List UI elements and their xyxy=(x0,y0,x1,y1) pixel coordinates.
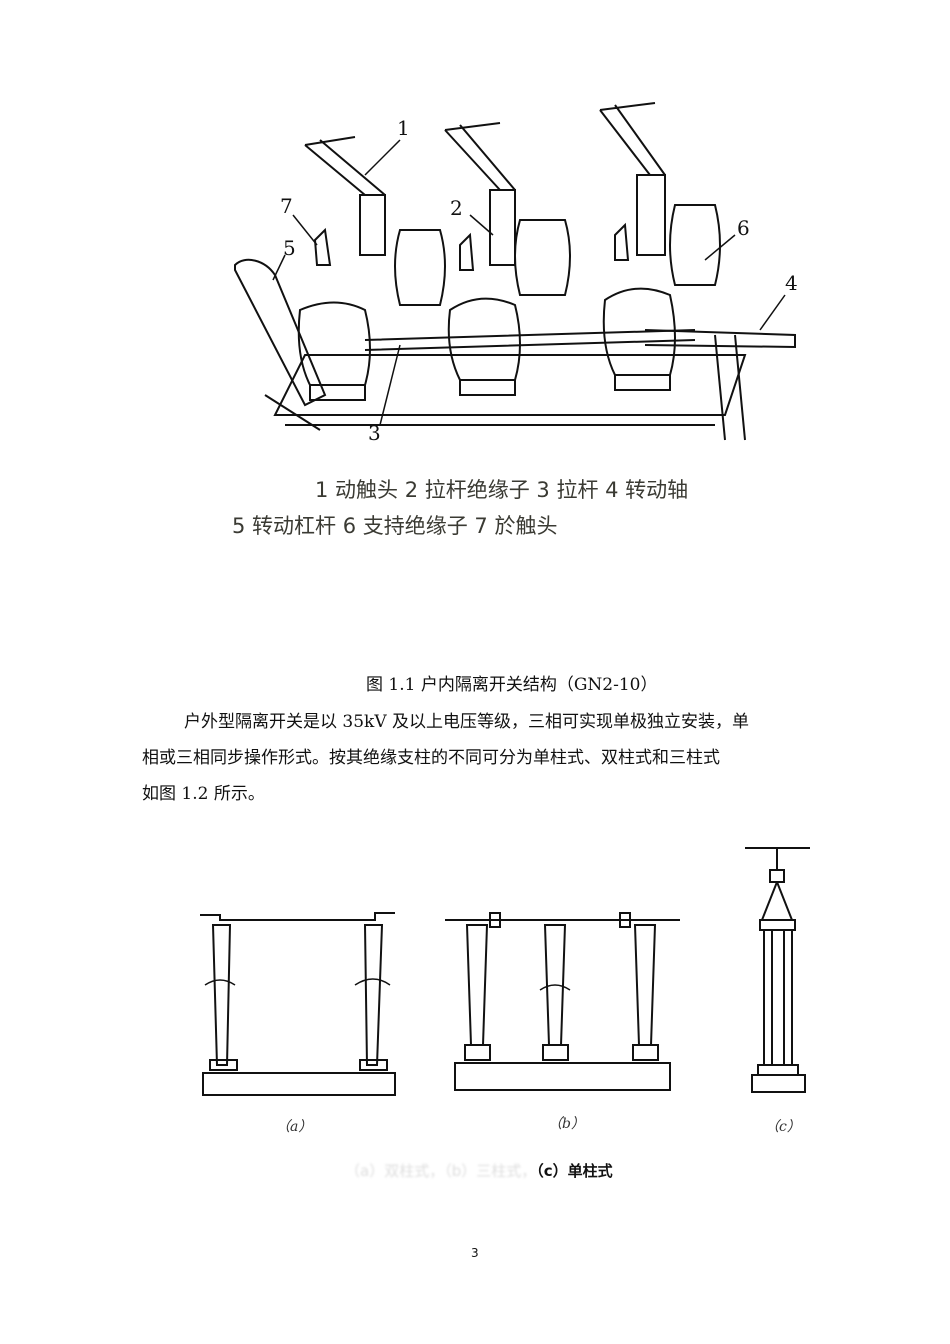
part-label-4: 4 xyxy=(785,271,798,295)
part-label-1: 1 xyxy=(397,116,410,140)
figure-2-caption: （a）双柱式，（b）三柱式，（c）单柱式 xyxy=(345,1160,613,1181)
paragraph-line-2: 相或三相同步操作形式。按其绝缘支柱的不同可分为单柱式、双柱式和三柱式 xyxy=(142,748,720,768)
part-label-5: 5 xyxy=(283,236,296,260)
figure-2a-double-column xyxy=(195,905,405,1100)
paragraph-line-3: 如图 1.2 所示。 xyxy=(142,784,265,804)
figure-2b-label: （b） xyxy=(548,1116,585,1132)
figure-1-legend-line-1: 1 动触头 2 拉杆绝缘子 3 拉杆 4 转动轴 xyxy=(315,478,689,502)
figure-2-caption-faded: （a）双柱式，（b）三柱式， xyxy=(345,1162,537,1180)
part-label-7: 7 xyxy=(280,194,293,218)
figure-1-drawing: 1 2 3 4 5 6 7 xyxy=(225,95,805,450)
part-label-3: 3 xyxy=(368,421,381,445)
figure-2c-label: （c） xyxy=(765,1119,801,1135)
page-number: 3 xyxy=(471,1246,479,1260)
figure-2c-single-column xyxy=(740,840,815,1095)
figure-2b-triple-column xyxy=(445,905,685,1095)
figure-2a-label: （a） xyxy=(276,1119,313,1135)
paragraph-line-1: 户外型隔离开关是以 35kV 及以上电压等级，三相可实现单极独立安装，单 xyxy=(184,712,750,732)
figure-1-legend-line-2: 5 转动杠杆 6 支持绝缘子 7 於触头 xyxy=(232,514,558,538)
part-label-2: 2 xyxy=(450,196,463,220)
part-label-6: 6 xyxy=(737,216,750,240)
figure-2-caption-bold: （c）单柱式 xyxy=(536,1162,613,1180)
figure-1-caption: 图 1.1 户内隔离开关结构（GN2-10） xyxy=(366,675,658,695)
